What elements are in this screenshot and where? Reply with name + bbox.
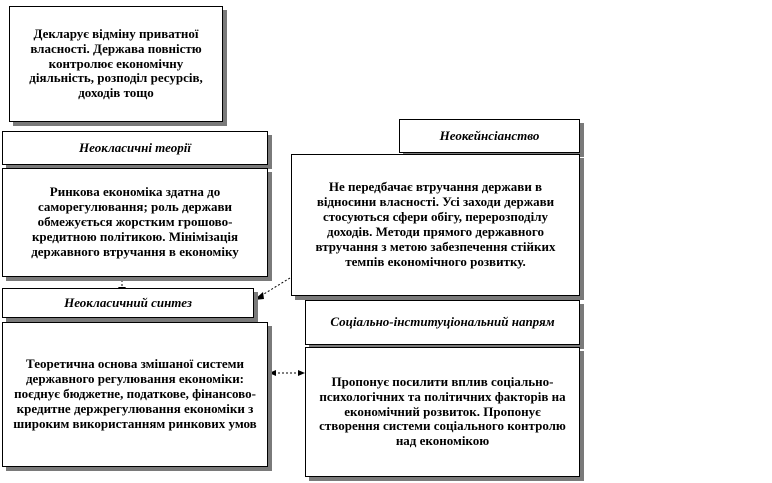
box-neokeynes-body: Не передбачає втручання держави в віднос… bbox=[291, 154, 580, 296]
box-social-body-text: Пропонує посилити вплив соціально-психол… bbox=[319, 373, 566, 449]
arrow-head-left-2 bbox=[269, 370, 276, 376]
box-synthesis-title-text: Неокласичний синтез bbox=[64, 294, 192, 310]
box-social-title-text: Соціально-інституціональний напрям bbox=[330, 314, 555, 330]
box-social-body: Пропонує посилити вплив соціально-психол… bbox=[305, 347, 580, 477]
box-neokeynes-title: Неокейнсіанство bbox=[399, 119, 580, 153]
box-synthesis-body: Теоретична основа змішаної системи держа… bbox=[2, 322, 268, 467]
arrow-head-left bbox=[254, 292, 264, 300]
box-neoclassic-title: Неокласичні теорії bbox=[2, 131, 268, 165]
box-synthesis-title: Неокласичний синтез bbox=[2, 288, 254, 318]
box-neoclassic-title-text: Неокласичні теорії bbox=[79, 139, 191, 155]
box-command-economy-text: Декларує відміну приватної власності. Де… bbox=[29, 25, 203, 101]
box-synthesis-body-text: Теоретична основа змішаної системи держа… bbox=[13, 356, 257, 431]
arrow-head-right bbox=[298, 370, 305, 376]
box-neoclassic-body-text: Ринкова економіка здатна до саморегулюва… bbox=[31, 184, 239, 259]
box-neokeynes-body-text: Не передбачає втручання держави в віднос… bbox=[315, 179, 556, 269]
box-neokeynes-title-text: Неокейнсіанство bbox=[439, 127, 540, 143]
box-command-economy: Декларує відміну приватної власності. Де… bbox=[9, 6, 223, 122]
arrow-neokeynes-to-synthesis bbox=[258, 277, 291, 298]
box-neoclassic-body: Ринкова економіка здатна до саморегулюва… bbox=[2, 168, 268, 277]
box-social-title: Соціально-інституціональний напрям bbox=[305, 300, 580, 345]
